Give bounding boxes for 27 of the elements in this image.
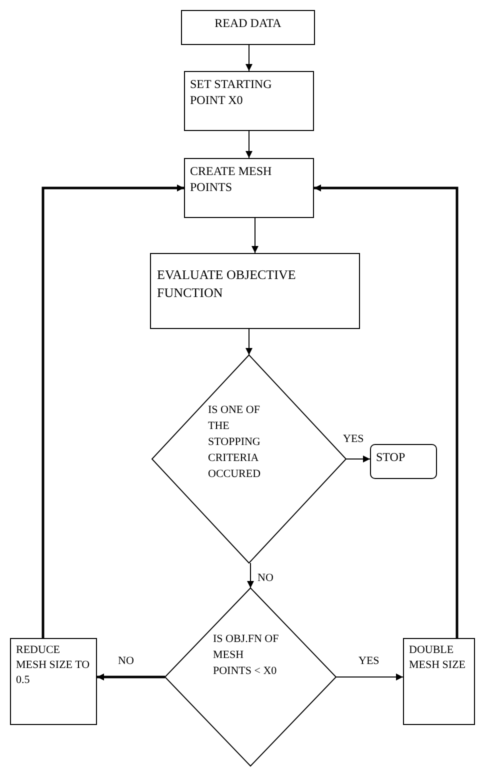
decision-text: IS OBJ.FN OF MESH POINTS < X0 [213,632,280,679]
arrow [336,674,404,680]
arrow [246,328,252,356]
process-box [10,638,97,725]
step-text: STOP [376,449,406,466]
terminal-box [370,444,437,479]
arrow [246,44,252,72]
decision-text: IS ONE OF THE STOPPING CRITERIA OCCURED [208,403,262,482]
process-box [184,71,314,131]
step-text: CREATE MESH POINTS [190,163,273,196]
step-text: REDUCE MESH SIZE TO 0.5 [16,643,91,688]
arrow [246,130,252,158]
process-box [403,638,475,725]
arrow [247,562,254,588]
step-text: READ DATA [214,15,282,32]
step-text: DOUBLE MESH SIZE [409,643,467,673]
decision-diamond [165,588,336,766]
arrow [42,184,184,638]
arrow [346,456,370,462]
step-text: EVALUATE OBJECTIVE FUNCTION [157,266,297,302]
process-box [181,10,315,45]
process-box [150,253,360,329]
process-box [184,158,314,218]
arrow [252,218,258,254]
arrow [97,674,165,680]
step-text: SET STARTING POINT X0 [190,76,273,108]
arrow [314,184,458,638]
